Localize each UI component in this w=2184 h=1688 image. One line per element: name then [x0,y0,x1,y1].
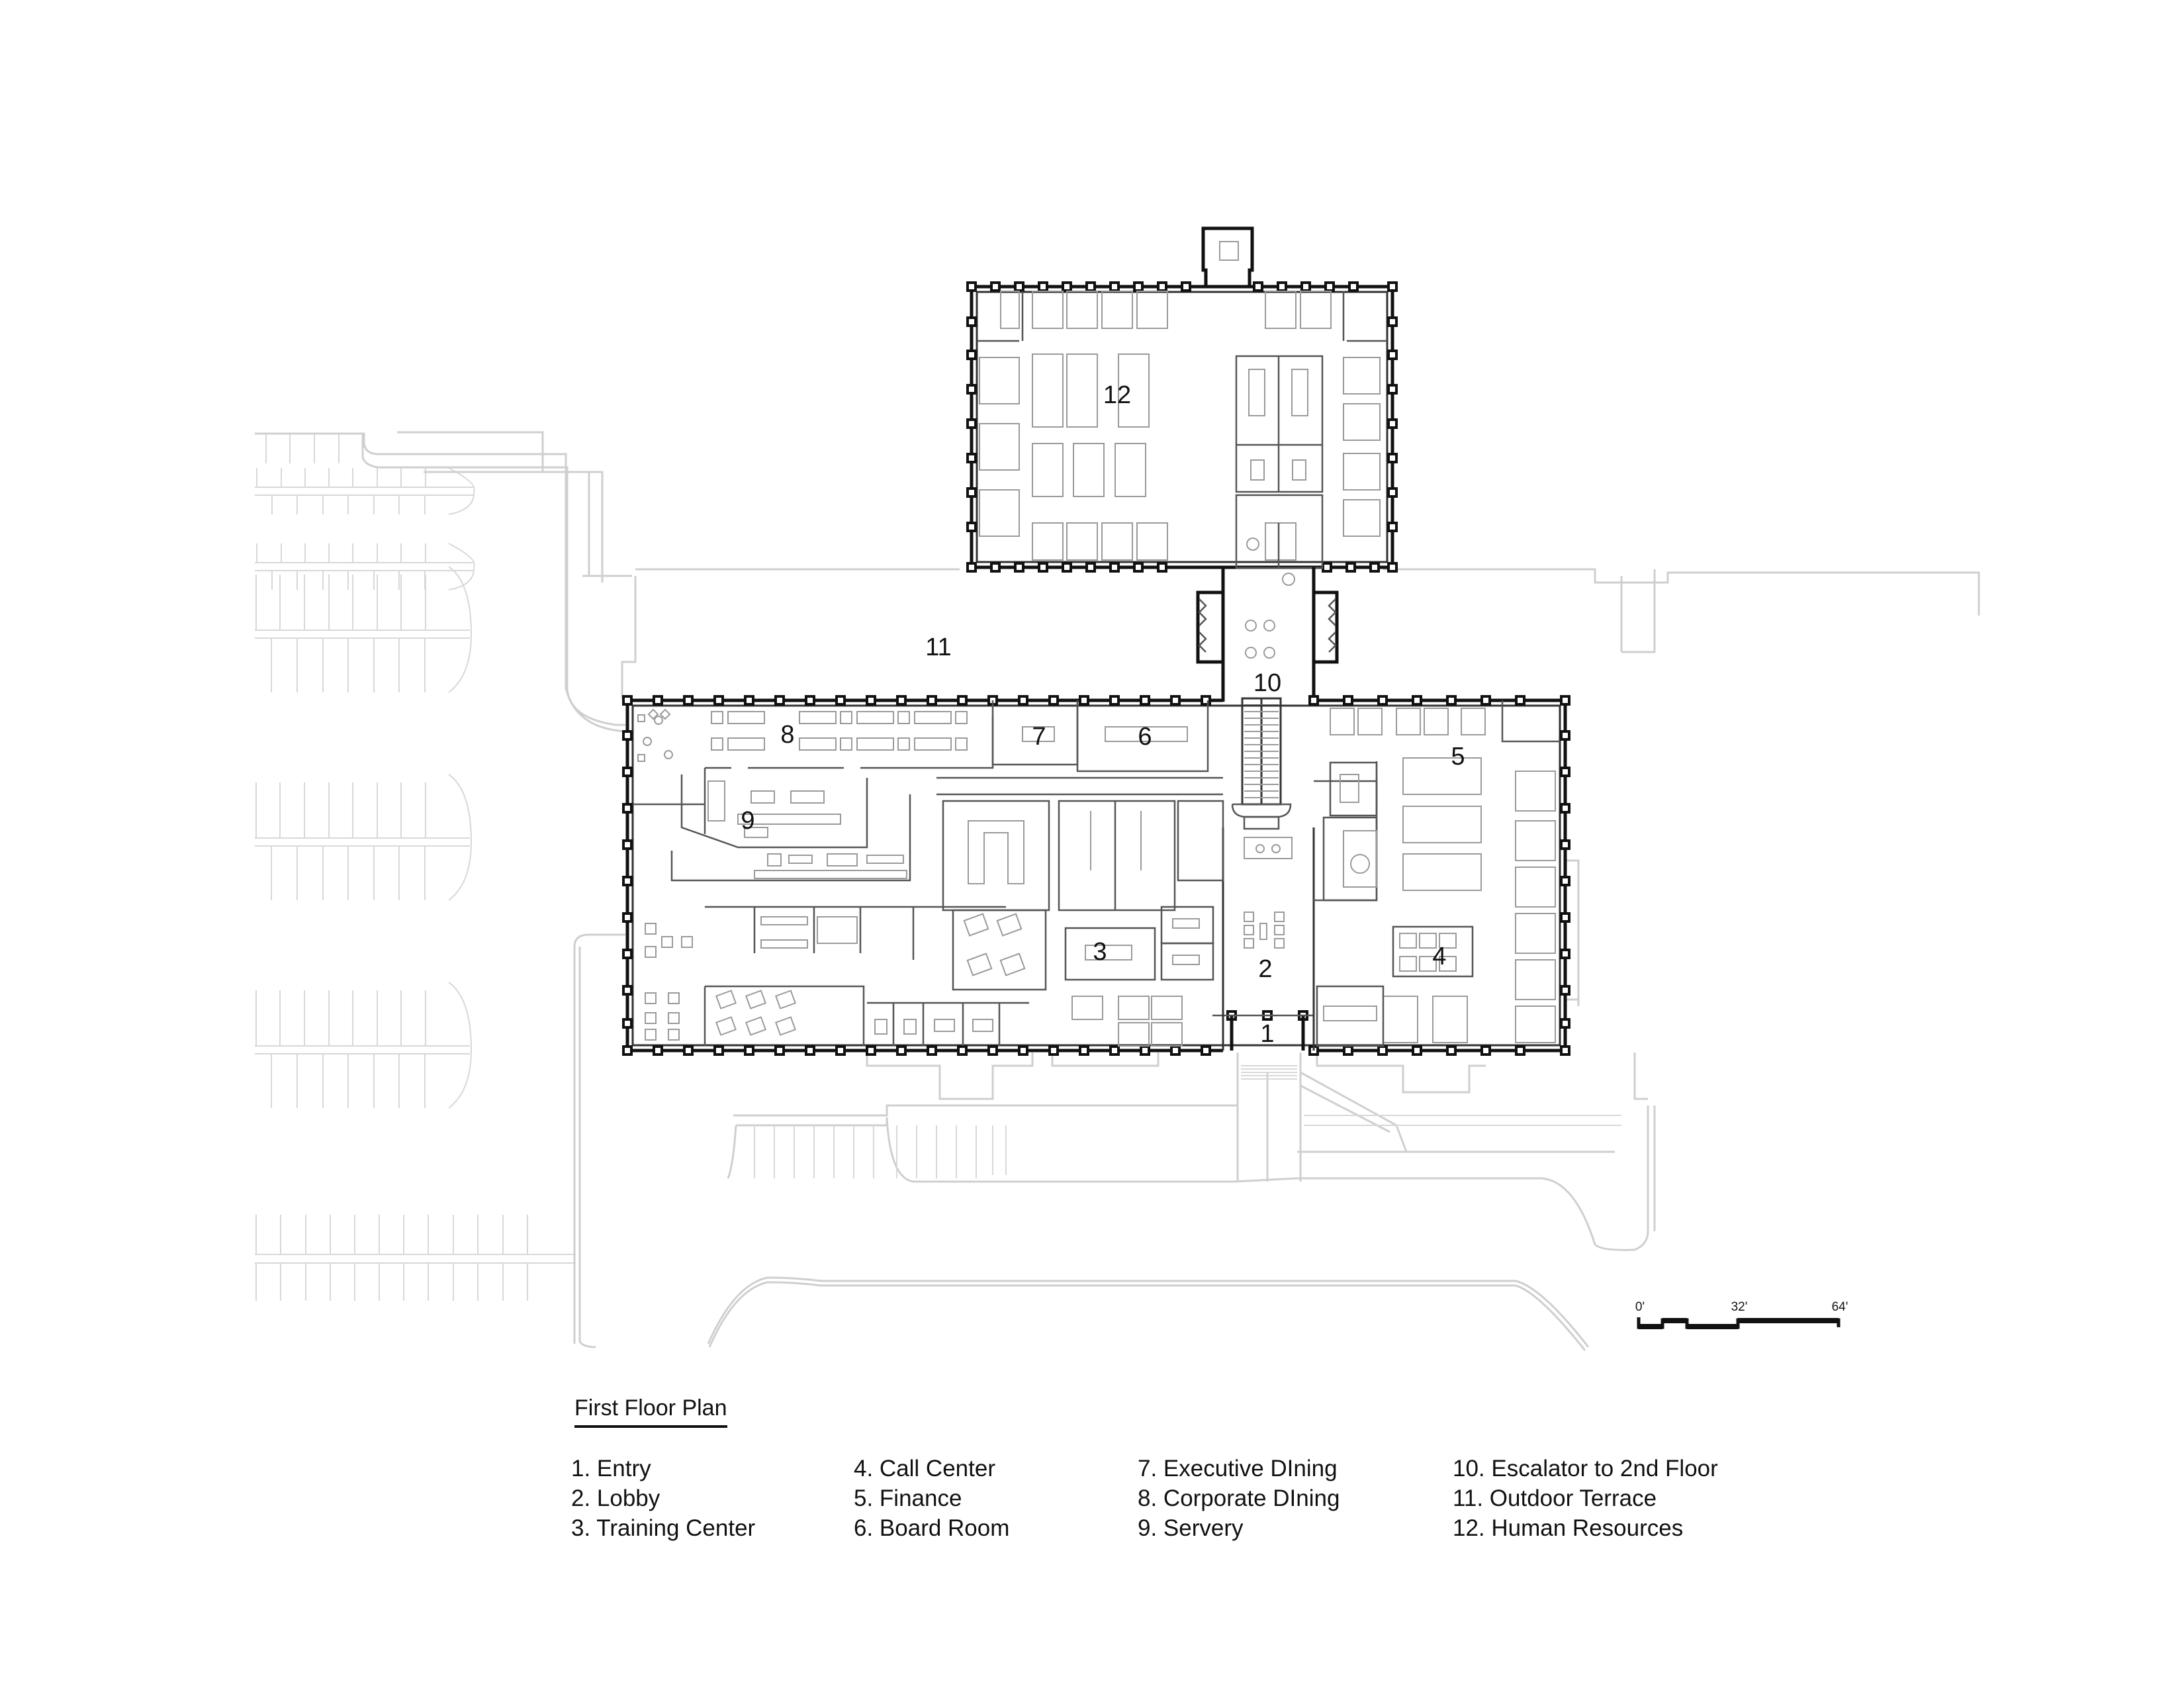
parking-bays [255,566,576,1301]
legend-item-outdoor-terrace: 11. Outdoor Terrace [1453,1485,1657,1511]
room-tag-corporate-dining: 8 [780,721,795,749]
legend-item-escalator: 10. Escalator to 2nd Floor [1453,1456,1718,1481]
room-tag-outdoor-terrace: 11 [925,633,952,661]
room-tag-call-center: 4 [1432,943,1447,970]
human-resources-wing [966,226,1398,586]
legend-column-3: 7. Executive DIning 8. Corporate DIning … [1138,1454,1340,1543]
legend-item-corporate-dining: 8. Corporate DIning [1138,1485,1340,1511]
legend-item-human-resources: 12. Human Resources [1453,1515,1684,1541]
main-building [622,695,1570,1056]
scale-label-64: 64' [1831,1300,1848,1314]
legend-item-call-center: 4. Call Center [854,1456,995,1481]
room-tag-entry: 1 [1260,1020,1275,1048]
scale-label-32: 32' [1731,1300,1748,1314]
room-tag-lobby: 2 [1258,955,1273,983]
room-tag-board-room: 6 [1138,723,1152,751]
room-tag-human-resources: 12 [1103,381,1132,409]
legend-column-1: 1. Entry 2. Lobby 3. Training Center [571,1454,755,1543]
legend-item-servery: 9. Servery [1138,1515,1244,1541]
room-tag-finance: 5 [1451,743,1465,771]
room-tag-executive-dining: 7 [1032,723,1046,751]
room-tag-servery: 9 [741,807,755,835]
drawing-title: First Floor Plan [574,1395,727,1428]
legend-item-lobby: 2. Lobby [571,1485,660,1511]
legend-column-4: 10. Escalator to 2nd Floor 11. Outdoor T… [1453,1454,1718,1543]
room-tag-training-center: 3 [1093,938,1107,966]
legend-item-executive-dining: 7. Executive DIning [1138,1456,1338,1481]
room-tag-escalator: 10 [1253,669,1282,697]
legend-item-board-room: 6. Board Room [854,1515,1010,1541]
legend-item-entry: 1. Entry [571,1456,651,1481]
parking-lot [255,431,626,733]
legend-item-training-center: 3. Training Center [571,1515,756,1541]
scale-bar [1637,1317,1841,1329]
legend-item-finance: 5. Finance [854,1485,962,1511]
scale-label-0: 0' [1635,1300,1645,1314]
site-outlines [255,432,1980,1351]
escalator-connector [1196,567,1339,830]
legend-column-2: 4. Call Center 5. Finance 6. Board Room [854,1454,1009,1543]
